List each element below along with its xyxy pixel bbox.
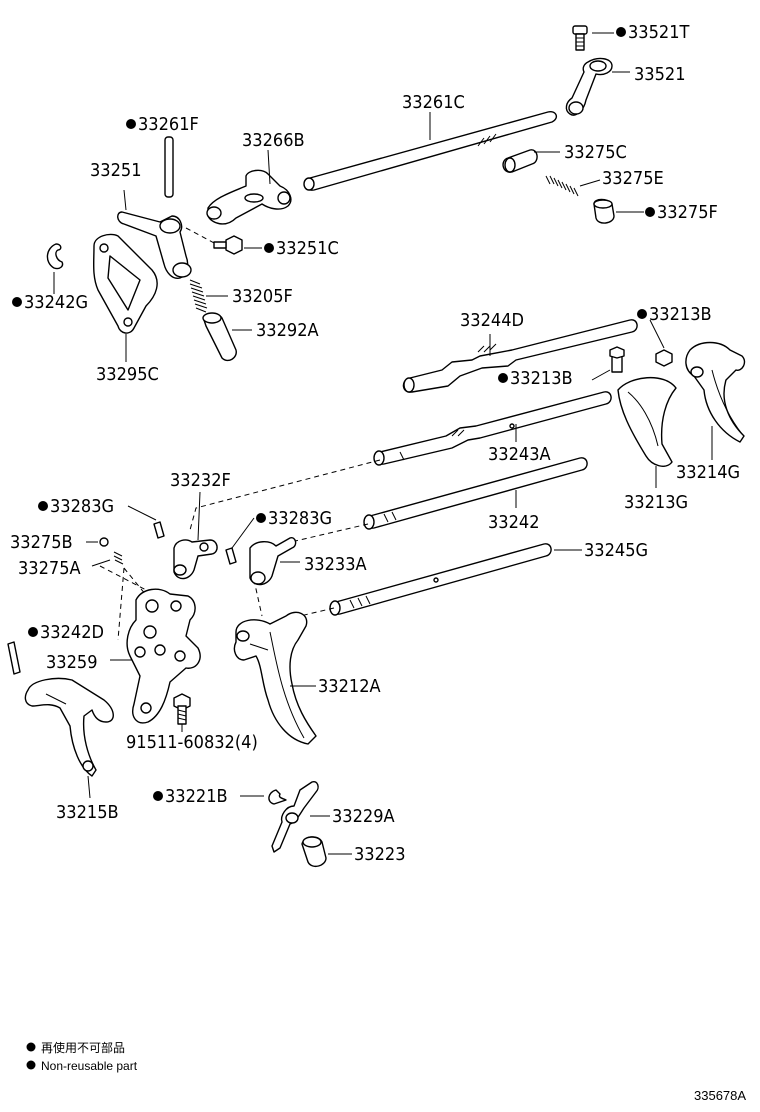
- non-reusable-marker: [616, 27, 626, 37]
- label-33275B: 33275B: [10, 532, 73, 553]
- part-33244D-shaft: [402, 319, 638, 393]
- non-reusable-marker: [38, 501, 48, 511]
- part-33275B-ball: [99, 537, 109, 547]
- label-33242D: 33242D: [40, 622, 104, 643]
- label-91511: 91511-60832(4): [126, 732, 258, 753]
- legend-marker-2: [26, 1060, 36, 1070]
- label-33242G: 33242G: [24, 292, 88, 313]
- non-reusable-marker: [264, 243, 274, 253]
- labels: 33521T 33521 33261C 33261F 33266B 33251 …: [10, 22, 740, 865]
- non-reusable-marker: [256, 513, 266, 523]
- non-reusable-marker: [12, 297, 22, 307]
- label-33275C: 33275C: [564, 142, 627, 163]
- label-33232F: 33232F: [170, 470, 231, 491]
- label-33205F: 33205F: [232, 286, 293, 307]
- label-33221B: 33221B: [165, 786, 228, 807]
- part-33229A-lever: [271, 780, 319, 853]
- label-33243A: 33243A: [488, 444, 551, 465]
- part-33215B-fork: [24, 677, 114, 777]
- part-33521-lever: [565, 57, 613, 116]
- part-33261F-pin: [164, 136, 174, 198]
- label-33275F: 33275F: [657, 202, 718, 223]
- label-33266B: 33266B: [242, 130, 305, 151]
- label-33213B-top: 33213B: [649, 304, 712, 325]
- part-33259-housing: [126, 588, 201, 724]
- part-33275A-spring: [113, 551, 124, 565]
- part-33242D-pin: [7, 641, 21, 675]
- non-reusable-marker: [645, 207, 655, 217]
- legend-marker: [26, 1042, 36, 1052]
- part-33251C-bolt: [213, 235, 243, 255]
- label-33521T: 33521T: [628, 22, 690, 43]
- part-33245G-shaft: [329, 543, 552, 616]
- label-33229A: 33229A: [332, 806, 395, 827]
- legend: 再使用不可部品 Non-reusable part: [26, 1040, 138, 1073]
- part-33214G-fork: [685, 341, 746, 443]
- label-33213B-bolt: 33213B: [510, 368, 573, 389]
- label-33261F: 33261F: [138, 114, 199, 135]
- part-33242G-clip: [46, 243, 64, 270]
- non-reusable-marker: [28, 627, 38, 637]
- part-33221B-clip: [268, 789, 287, 805]
- label-33214G: 33214G: [676, 462, 740, 483]
- label-33283G-left: 33283G: [50, 496, 114, 517]
- part-33261C-shaft: [303, 110, 558, 191]
- label-33261C: 33261C: [402, 92, 465, 113]
- legend-jp: 再使用不可部品: [41, 1040, 125, 1055]
- part-33283G-pin-left: [153, 521, 165, 539]
- label-33251C: 33251C: [276, 238, 339, 259]
- part-33212A-fork: [233, 611, 317, 745]
- part-33243A-shaft: [373, 391, 612, 466]
- label-33292A: 33292A: [256, 320, 319, 341]
- part-33292A-plunger: [202, 312, 237, 362]
- part-33295C-plate: [92, 233, 158, 334]
- part-33275F-plug: [593, 198, 615, 224]
- part-91511-bolt: [173, 693, 191, 725]
- part-33266B-yoke: [206, 169, 292, 225]
- legend-en: Non-reusable part: [41, 1059, 138, 1073]
- part-33283G-pin-right: [225, 547, 237, 565]
- part-33223-roller: [301, 836, 327, 868]
- non-reusable-marker: [498, 373, 508, 383]
- part-33213G-fork: [617, 376, 677, 467]
- label-33295C: 33295C: [96, 364, 159, 385]
- label-33212A: 33212A: [318, 676, 381, 697]
- part-33213B-bolt-lower: [609, 346, 625, 373]
- label-33245G: 33245G: [584, 540, 648, 561]
- part-33251-lever: [117, 211, 192, 279]
- label-33244D: 33244D: [460, 310, 524, 331]
- label-33259: 33259: [46, 652, 98, 673]
- part-33233A-lever: [249, 537, 297, 586]
- label-33213G: 33213G: [624, 492, 688, 513]
- part-33242-shaft: [363, 457, 588, 530]
- label-33275A: 33275A: [18, 558, 81, 579]
- diagram-code: 335678A: [694, 1088, 746, 1103]
- part-33213B-bolt-small: [655, 349, 673, 367]
- part-33205F-spring: [189, 279, 208, 313]
- part-33275E-spring: [545, 175, 579, 197]
- label-33521: 33521: [634, 64, 686, 85]
- part-33521T-bolt: [572, 25, 588, 51]
- non-reusable-marker: [126, 119, 136, 129]
- label-33215B: 33215B: [56, 802, 119, 823]
- label-33251: 33251: [90, 160, 142, 181]
- label-33223: 33223: [354, 844, 406, 865]
- part-33275C-plunger: [502, 149, 538, 173]
- label-33275E: 33275E: [602, 168, 664, 189]
- non-reusable-marker: [637, 309, 647, 319]
- non-reusable-marker: [153, 791, 163, 801]
- label-33242: 33242: [488, 512, 540, 533]
- label-33233A: 33233A: [304, 554, 367, 575]
- label-33283G-right: 33283G: [268, 508, 332, 529]
- part-33232F-lever: [173, 539, 218, 580]
